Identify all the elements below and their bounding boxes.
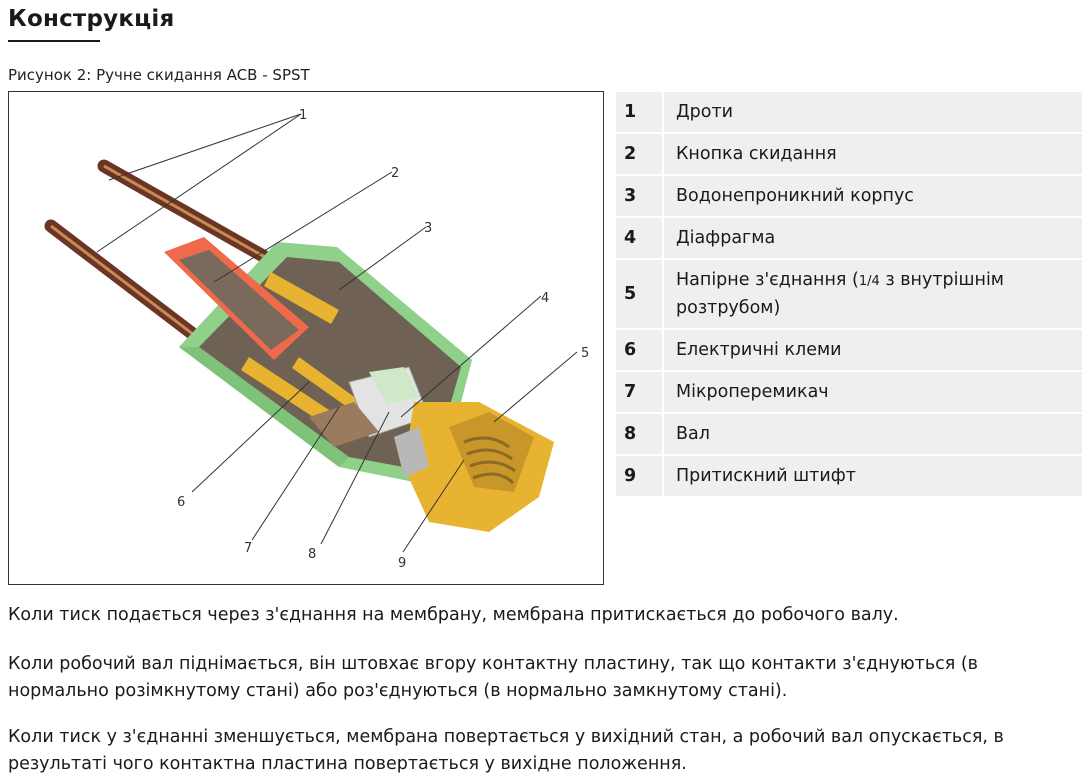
legend-number: 9 bbox=[616, 456, 664, 496]
legend-number: 2 bbox=[616, 134, 664, 174]
legend-label: Водонепроникний корпус bbox=[664, 176, 1082, 216]
leader-lines bbox=[96, 113, 578, 553]
description-paragraph: Коли тиск у з'єднанні зменшується, мембр… bbox=[8, 727, 1004, 774]
legend-number: 8 bbox=[616, 414, 664, 454]
legend-row: 3 Водонепроникний корпус bbox=[616, 176, 1082, 216]
legend-label-part: з внутрішнім розтрубом) bbox=[676, 270, 1005, 318]
section-heading: Конструкція bbox=[8, 6, 175, 32]
legend-label: Дроти bbox=[664, 92, 1082, 132]
legend-table: 1 Дроти 2 Кнопка скидання 3 Водонепроник… bbox=[616, 90, 1082, 498]
device-illustration: 1 2 3 4 5 6 7 8 9 bbox=[8, 91, 604, 585]
callout-9: 9 bbox=[398, 556, 406, 571]
legend-number: 3 bbox=[616, 176, 664, 216]
legend-number: 6 bbox=[616, 330, 664, 370]
fraction-text: 1/4 bbox=[858, 274, 880, 289]
legend-label: Діафрагма bbox=[664, 218, 1082, 258]
legend-row: 4 Діафрагма bbox=[616, 218, 1082, 258]
legend-row: 7 Мікроперемикач bbox=[616, 372, 1082, 412]
callout-7: 7 bbox=[244, 541, 252, 556]
legend-label: Притискний штифт bbox=[664, 456, 1082, 496]
legend-label: Мікроперемикач bbox=[664, 372, 1082, 412]
reset-button-graphic bbox=[164, 237, 309, 360]
callout-6: 6 bbox=[177, 495, 185, 510]
legend-label-part: Напірне з'єднання ( bbox=[676, 270, 859, 290]
legend-number: 7 bbox=[616, 372, 664, 412]
legend-row: 8 Вал bbox=[616, 414, 1082, 454]
legend-row: 9 Притискний штифт bbox=[616, 456, 1082, 496]
description-paragraph: Коли тиск подається через з'єднання на м… bbox=[8, 605, 899, 625]
cutaway-diagram: 1 2 3 4 5 6 7 8 9 bbox=[44, 108, 589, 571]
legend-number: 5 bbox=[616, 260, 664, 328]
legend-row: 2 Кнопка скидання bbox=[616, 134, 1082, 174]
legend-row: 1 Дроти bbox=[616, 92, 1082, 132]
callout-2: 2 bbox=[391, 166, 399, 181]
pressure-connection-graphic bbox=[394, 402, 554, 532]
description-paragraph: Коли робочий вал піднімається, він штовх… bbox=[8, 654, 978, 701]
legend-row: 5 Напірне з'єднання (1/4 з внутрішнім ро… bbox=[616, 260, 1082, 328]
figure-caption: Рисунок 2: Ручне скидання ACB - SPST bbox=[8, 66, 310, 84]
legend-label: Кнопка скидання bbox=[664, 134, 1082, 174]
callout-4: 4 bbox=[541, 291, 549, 306]
legend-number: 4 bbox=[616, 218, 664, 258]
callout-8: 8 bbox=[308, 547, 316, 562]
callout-5: 5 bbox=[581, 346, 589, 361]
legend-row: 6 Електричні клеми bbox=[616, 330, 1082, 370]
legend-label: Напірне з'єднання (1/4 з внутрішнім розт… bbox=[664, 260, 1082, 328]
callout-1: 1 bbox=[299, 108, 307, 123]
legend-label: Вал bbox=[664, 414, 1082, 454]
microswitch-graphic bbox=[309, 366, 430, 447]
legend-label: Електричні клеми bbox=[664, 330, 1082, 370]
terminals-graphic bbox=[241, 272, 364, 422]
legend-number: 1 bbox=[616, 92, 664, 132]
heading-underline bbox=[8, 40, 100, 42]
callout-3: 3 bbox=[424, 221, 432, 236]
